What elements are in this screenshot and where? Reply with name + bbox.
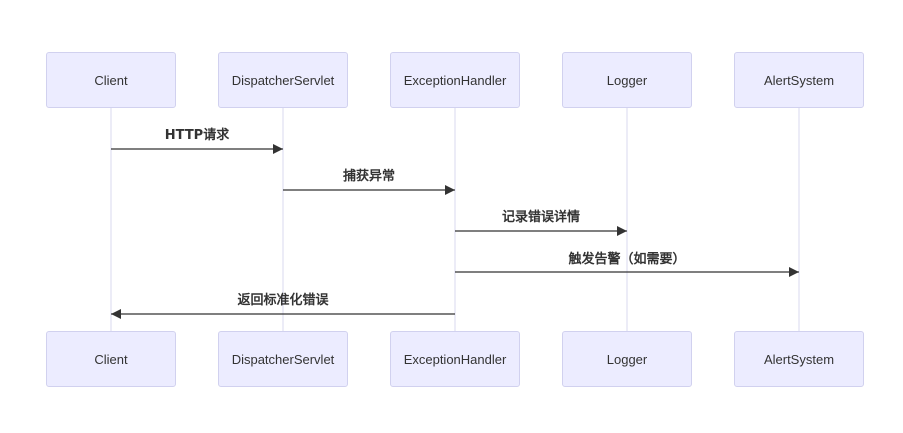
actor-bottom-logger: Logger bbox=[562, 331, 692, 387]
actor-top-client: Client bbox=[46, 52, 176, 108]
message-label-3: 记录错误详情 bbox=[501, 210, 581, 225]
actor-top-alert: AlertSystem bbox=[734, 52, 864, 108]
actor-top-exception: ExceptionHandler bbox=[390, 52, 520, 108]
message-label-1: HTTP请求 bbox=[164, 128, 230, 143]
actor-bottom-dispatcher: DispatcherServlet bbox=[218, 331, 348, 387]
actor-bottom-alert: AlertSystem bbox=[734, 331, 864, 387]
actor-bottom-exception: ExceptionHandler bbox=[390, 331, 520, 387]
message-label-5: 返回标准化错误 bbox=[237, 293, 329, 308]
actor-bottom-client: Client bbox=[46, 331, 176, 387]
message-label-2: 捕获异常 bbox=[342, 169, 396, 184]
actor-top-dispatcher: DispatcherServlet bbox=[218, 52, 348, 108]
message-label-4: 触发告警（如需要） bbox=[568, 252, 686, 267]
actor-top-logger: Logger bbox=[562, 52, 692, 108]
